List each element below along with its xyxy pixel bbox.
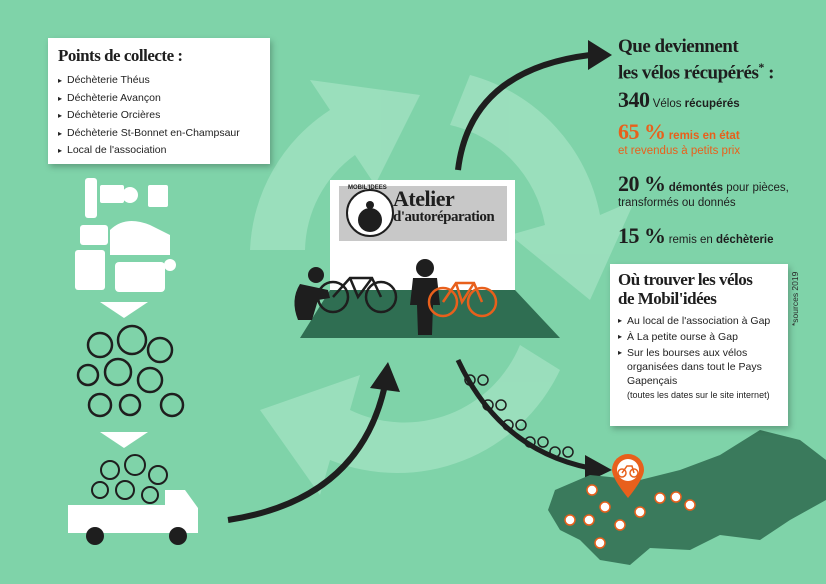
collection-points-list: Déchèterie Théus Déchèterie Avançon Déch… — [58, 72, 260, 160]
where-title: Où trouver les vélos de Mobil'idées — [618, 270, 780, 308]
location-pin-icon — [612, 454, 644, 498]
where-to-find-card: Où trouver les vélos de Mobil'idées Au l… — [610, 264, 788, 426]
atelier-title-line1: Atelier — [393, 186, 455, 211]
stat-number: 15 % — [618, 223, 666, 248]
question-line1: Que deviennent — [618, 36, 739, 57]
mobilidees-logo — [346, 189, 394, 237]
where-title-line1: Où trouver les vélos — [618, 270, 753, 289]
collection-points-title: Points de collecte : — [58, 46, 183, 65]
arrow-to-question — [455, 40, 612, 171]
down-arrow-2 — [100, 432, 148, 448]
collected-items-pile — [75, 178, 176, 292]
arrow-to-atelier — [227, 362, 400, 523]
down-arrow-1 — [100, 302, 148, 318]
orange-bicycle — [427, 281, 498, 318]
stat-number: 20 % — [618, 171, 666, 196]
question-line2: les vélos récupérés — [618, 62, 759, 84]
stat-text: transformés ou donnés — [618, 197, 736, 209]
logo-text: MOBIL'IDEES — [348, 185, 387, 191]
stat-collected: 340 Vélos récupérés — [618, 89, 740, 112]
stat-text: Vélos — [652, 98, 685, 110]
stat-number: 65 % — [618, 119, 666, 144]
question-star: * — [758, 60, 764, 74]
stat-text-bold: récupérés — [684, 98, 740, 110]
stat-text: pour pièces, — [723, 182, 789, 194]
bicycle-parts-pile — [76, 324, 185, 418]
question-title: Que deviennent les vélos récupérés* : — [618, 36, 774, 83]
recycle-symbol — [250, 75, 635, 495]
sources-note: *sources 2019 — [790, 271, 800, 326]
list-item: Sur les bourses aux vélos organisées dan… — [618, 346, 780, 388]
black-bicycle — [316, 276, 398, 314]
where-note: (toutes les dates sur le site internet) — [627, 390, 770, 400]
atelier-title-line2: d'autoréparation — [393, 209, 495, 225]
collection-points-card: Points de collecte : Déchèterie Théus Dé… — [48, 38, 270, 164]
list-item: Déchèterie Théus — [58, 72, 260, 90]
map-pins — [564, 484, 696, 549]
truck-icon — [68, 454, 198, 545]
stat-waste: 15 % remis en déchèterie — [618, 225, 774, 248]
stat-text-bold: remis en état — [668, 130, 740, 142]
where-list: Au local de l'association à Gap À La pet… — [618, 314, 780, 388]
list-item: Local de l'association — [58, 142, 260, 160]
stat-text: remis en — [668, 234, 716, 246]
where-title-line2: de Mobil'idées — [618, 289, 717, 308]
list-item: Déchèterie Avançon — [58, 90, 260, 108]
stat-number: 340 — [618, 87, 650, 112]
stat-text-bold: démontés — [668, 182, 724, 194]
list-item: Déchèterie St-Bonnet en-Champsaur — [58, 125, 260, 143]
mechanic-figure — [294, 267, 330, 320]
stat-dismantled: 20 % démontés pour pièces, transformés o… — [618, 173, 789, 211]
atelier-title: Atelier d'autoréparation — [393, 186, 495, 226]
cyclists-icon — [464, 374, 574, 458]
list-item: Déchèterie Orcières — [58, 107, 260, 125]
stat-text-bold: déchèterie — [716, 234, 774, 246]
gap-map — [548, 430, 826, 565]
stat-text: et revendus à petits prix — [618, 145, 741, 157]
question-colon: : — [763, 62, 774, 84]
stat-repaired: 65 % remis en état et revendus à petits … — [618, 121, 741, 159]
list-item: À La petite ourse à Gap — [618, 330, 780, 344]
list-item: Au local de l'association à Gap — [618, 314, 780, 328]
